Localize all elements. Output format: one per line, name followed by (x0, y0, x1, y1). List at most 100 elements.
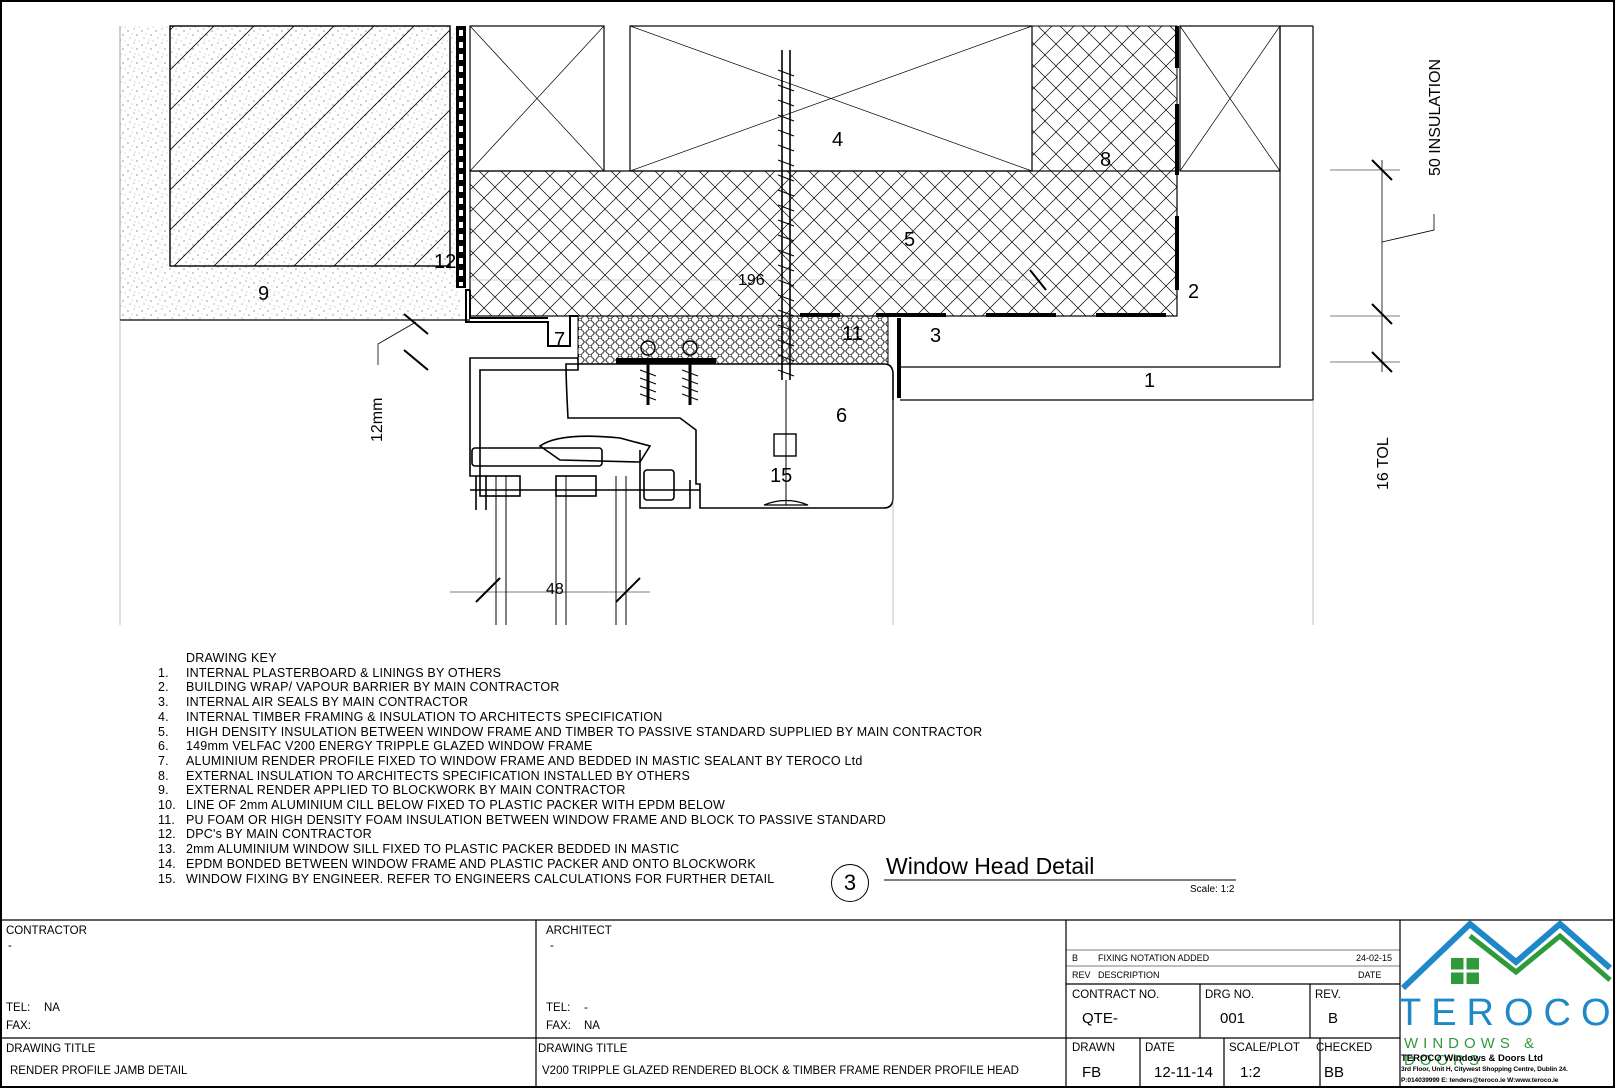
architect-fax-label: FAX: (546, 1020, 571, 1032)
drawing-key-item: 7. ALUMINIUM RENDER PROFILE FIXED TO WIN… (158, 754, 982, 769)
scale-plot-value: 1:2 (1240, 1064, 1261, 1081)
drawing-key-item-text: EXTERNAL RENDER APPLIED TO BLOCKWORK BY … (186, 783, 626, 798)
drawing-key-item: 6.149mm VELFAC V200 ENERGY TRIPPLE GLAZE… (158, 739, 982, 754)
external-insulation (1031, 25, 1178, 172)
dimension-insulation: 50 INSULATION (1427, 59, 1444, 176)
dpc-strip (456, 26, 466, 288)
checked-value: BB (1324, 1064, 1345, 1081)
drawing-number-label: DRG NO. (1205, 989, 1255, 1001)
contract-number-label: CONTRACT NO. (1072, 989, 1160, 1001)
revision-b-description: FIXING NOTATION ADDED (1098, 953, 1210, 963)
drawing-key-item-text: ALUMINIUM RENDER PROFILE FIXED TO WINDOW… (186, 753, 863, 768)
drawing-key-item-number: 1. (158, 665, 169, 680)
drawing-key-item: 14.EPDM BONDED BETWEEN WINDOW FRAME AND … (158, 857, 982, 872)
drawing-key-item-number: 11. (158, 812, 176, 827)
drawn-label: DRAWN (1072, 1042, 1116, 1054)
drawing-key-item-number: 15. (158, 871, 176, 886)
drawing-key-item: 15. WINDOW FIXING BY ENGINEER. REFER TO E… (158, 872, 982, 887)
drawing-key: DRAWING KEY 1. INTERNAL PLASTERBOARD & LI… (158, 651, 982, 886)
drawing-key-item-text: INTERNAL AIR SEALS BY MAIN CONTRACTOR (186, 695, 469, 710)
drawing-key-item: 4. INTERNAL TIMBER FRAMING & INSULATION T… (158, 710, 982, 725)
callout-5: 5 (904, 229, 915, 251)
detail-scale: Scale: 1:2 (1190, 884, 1235, 895)
callout-4: 4 (832, 129, 843, 151)
drawing-key-item-number: 4. (158, 709, 169, 724)
callout-3: 3 (930, 325, 941, 347)
architect-tel-value: - (584, 1002, 588, 1014)
scale-plot-label: SCALE/PLOT (1229, 1042, 1300, 1054)
drawing-key-title: DRAWING KEY (186, 651, 277, 665)
drawing-key-item-text: INTERNAL PLASTERBOARD & LININGS BY OTHER… (186, 665, 502, 680)
callout-1: 1 (1144, 370, 1155, 392)
company-address: 3rd Floor, Unit H, Citywest Shopping Cen… (1401, 1066, 1568, 1073)
callout-9: 9 (258, 283, 269, 305)
contractor-tel-label: TEL: (6, 1002, 31, 1014)
date-label: DATE (1145, 1042, 1175, 1054)
dimension-tolerance: 16 TOL (1375, 437, 1392, 490)
architect-value: - (550, 940, 554, 952)
high-density-insulation (469, 170, 1178, 317)
drawing-key-item-number: 3. (158, 695, 169, 710)
drawing-key-item-number: 10. (158, 798, 176, 813)
drawing-title-2-value: V200 TRIPPLE GLAZED RENDERED BLOCK & TIM… (542, 1065, 1019, 1077)
date-value: 12-11-14 (1154, 1064, 1213, 1081)
logo-subtitle: WINDOWS & DOORS (1404, 1035, 1539, 1069)
dimension-196: 196 (738, 272, 765, 289)
drawn-value: FB (1082, 1064, 1102, 1081)
drawing-key-list: 1. INTERNAL PLASTERBOARD & LININGS BY OTH… (158, 666, 982, 887)
title-block-grid (1, 919, 1614, 1087)
drawing-key-item-text: INTERNAL TIMBER FRAMING & INSULATION TO … (186, 709, 663, 724)
callout-6: 6 (836, 405, 847, 427)
drawing-key-item-number: 7. (158, 753, 169, 768)
callout-15: 15 (770, 465, 792, 487)
revision-b-date: 24-02-15 (1356, 953, 1393, 963)
rev-column-header: REV (1072, 970, 1091, 980)
drawing-key-item-text: DPC's BY MAIN CONTRACTOR (186, 827, 372, 842)
drawing-key-item-number: 14. (158, 856, 176, 871)
drawing-key-item-text: LINE OF 2mm ALUMINIUM CILL BELOW FIXED T… (186, 798, 726, 813)
drawing-key-item-text: 2mm ALUMINIUM WINDOW SILL FIXED TO PLAST… (186, 842, 680, 857)
checked-label: CHECKED (1316, 1042, 1373, 1054)
callout-12: 12 (434, 251, 456, 273)
dimension-lines (377, 159, 1435, 603)
drawing-key-item: 5.HIGH DENSITY INSULATION BETWEEN WINDOW… (158, 725, 982, 740)
callout-7: 7 (554, 329, 565, 351)
contractor-fax-label: FAX: (6, 1020, 31, 1032)
logo-name: TEROCO (1398, 992, 1616, 1034)
drawing-key-item-number: 12. (158, 827, 176, 842)
callout-8: 8 (1100, 149, 1111, 171)
contractor-value: - (8, 940, 12, 952)
drawing-key-item-text: HIGH DENSITY INSULATION BETWEEN WINDOW F… (186, 724, 983, 739)
callout-2: 2 (1188, 281, 1199, 303)
detail-title: Window Head Detail (886, 853, 1095, 879)
drawing-key-item-number: 8. (158, 768, 169, 783)
callout-11: 11 (842, 323, 863, 345)
air-seal (800, 313, 1166, 398)
architect-tel-label: TEL: (546, 1002, 571, 1014)
revision-b: B (1072, 953, 1079, 963)
company-contact: P:014039999 E: tenders@teroco.ie W:www.t… (1401, 1077, 1559, 1084)
foam-insulation (577, 315, 889, 365)
render-blockwork (119, 25, 470, 321)
revision-label: REV. (1315, 989, 1341, 1001)
drawing-number-value: 001 (1220, 1010, 1246, 1027)
dimension-48: 48 (546, 581, 564, 598)
description-column-header: DESCRIPTION (1098, 970, 1160, 980)
drawing-key-item: 8.EXTERNAL INSULATION TO ARCHITECTS SPEC… (158, 769, 982, 784)
drawing-key-item-text: PU FOAM OR HIGH DENSITY FOAM INSULATION … (186, 812, 887, 827)
drawing-key-item: 9. EXTERNAL RENDER APPLIED TO BLOCKWORK B… (158, 783, 982, 798)
drawing-key-item: 3. INTERNAL AIR SEALS BY MAIN CONTRACTOR (158, 695, 982, 710)
drawing-key-item-number: 9. (158, 783, 169, 798)
drawing-key-item: 2.BUILDING WRAP/ VAPOUR BARRIER BY MAIN … (158, 680, 982, 695)
window-frame (469, 357, 894, 510)
dimension-12mm: 12mm (369, 398, 386, 442)
drawing-title-2-label: DRAWING TITLE (538, 1043, 628, 1055)
fixing-screws (616, 50, 809, 506)
date-column-header: DATE (1358, 970, 1382, 980)
drawing-key-item: 13.2mm ALUMINIUM WINDOW SILL FIXED TO PL… (158, 842, 982, 857)
drawing-key-item-text: WINDOW FIXING BY ENGINEER. REFER TO ENGI… (186, 871, 775, 886)
drawing-title-1-value: RENDER PROFILE JAMB DETAIL (10, 1065, 188, 1077)
render-profile (465, 289, 578, 347)
glazing (119, 320, 1314, 625)
